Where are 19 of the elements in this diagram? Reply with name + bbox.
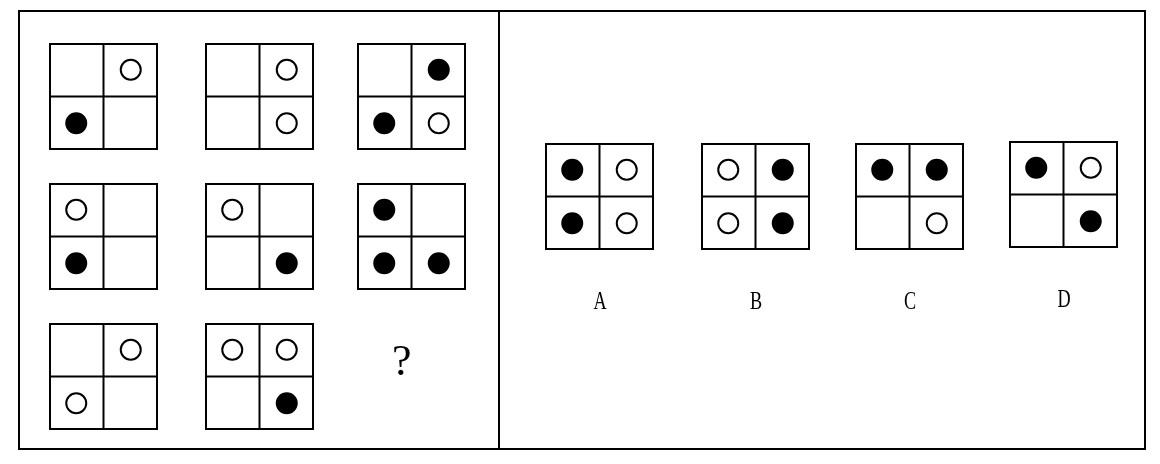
- option-letter: B: [748, 286, 763, 316]
- circle-grid-drawing: [49, 323, 158, 430]
- option-letter: C: [902, 286, 917, 316]
- circle-grid-drawing: [205, 323, 314, 430]
- option-letter: A: [591, 286, 608, 316]
- puzzle-panel: [18, 10, 500, 450]
- circle-grid-drawing: [701, 143, 810, 250]
- circle-grid-drawing: [49, 183, 158, 290]
- question-mark: ?: [392, 335, 412, 386]
- puzzle-panel: [498, 10, 1146, 450]
- circle-grid-drawing: [1009, 141, 1118, 248]
- option-letter: D: [1055, 284, 1072, 314]
- circle-grid-drawing: [545, 143, 654, 250]
- circle-grid-drawing: [205, 183, 314, 290]
- circle-grid-drawing: [357, 183, 466, 290]
- circle-grid-drawing: [855, 143, 964, 250]
- circle-grid-drawing: [357, 43, 466, 150]
- circle-grid-drawing: [49, 43, 158, 150]
- circle-grid-drawing: [205, 43, 314, 150]
